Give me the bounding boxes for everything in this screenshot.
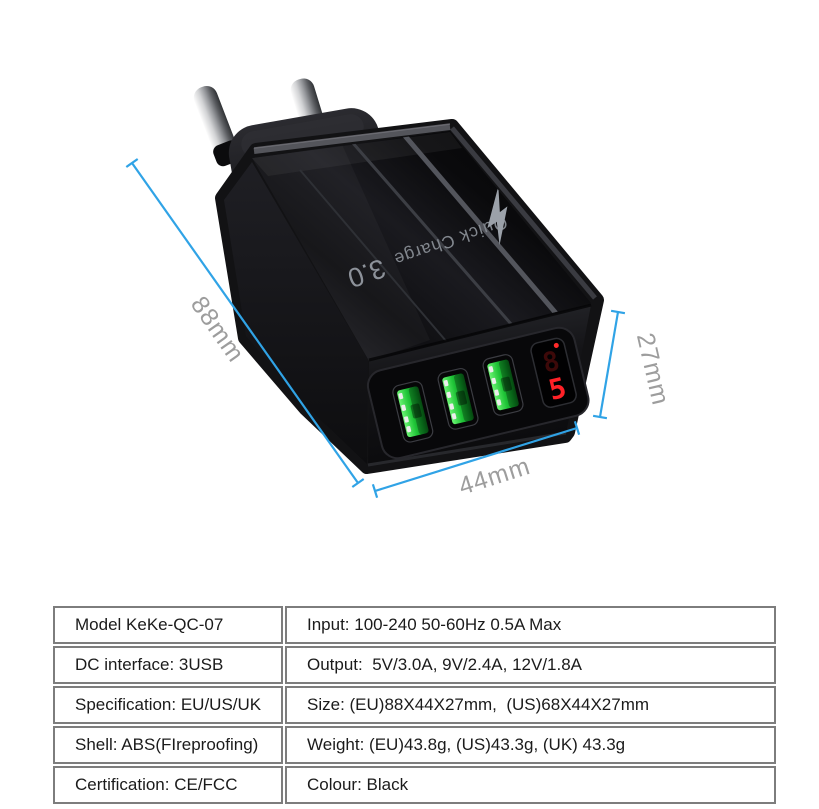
dimension-line-depth — [592, 309, 626, 420]
usb-panel-group: 8 5 — [366, 326, 590, 460]
dimension-lines — [125, 158, 626, 499]
spec-cell-size: Size: (EU)88X44X27mm, (US)68X44X27mm — [285, 686, 776, 724]
dimension-line-width — [371, 420, 581, 499]
dimension-label-width: 44mm — [455, 452, 533, 501]
spec-cell-output: Output: 5V/3.0A, 9V/2.4A, 12V/1.8A — [285, 646, 776, 684]
usb-port-2 — [437, 367, 479, 430]
table-row: Specification: EU/US/UK Size: (EU)88X44X… — [53, 686, 776, 724]
table-row: Model KeKe-QC-07 Input: 100-240 50-60Hz … — [53, 606, 776, 644]
led-ghost-digit: 8 — [540, 346, 563, 380]
dimension-label-depth: 27mm — [631, 330, 675, 408]
spec-cell-weight: Weight: (EU)43.8g, (US)43.3g, (UK) 43.3g — [285, 726, 776, 764]
led-display: 8 5 — [530, 337, 577, 408]
dimension-line-height — [125, 158, 365, 488]
top-bevel — [253, 124, 451, 154]
spec-cell-input: Input: 100-240 50-60Hz 0.5A Max — [285, 606, 776, 644]
usb-port-3 — [482, 354, 524, 416]
charger-top-face — [252, 131, 591, 361]
spec-cell-dc-interface: DC interface: 3USB — [53, 646, 283, 684]
right-bevel — [450, 126, 597, 300]
spec-cell-specification: Specification: EU/US/UK — [53, 686, 283, 724]
led-dot — [553, 342, 559, 348]
top-bevel-highlight — [253, 123, 451, 149]
product-photo: Quick Charge 3.0 — [125, 78, 675, 501]
spec-cell-certification: Certification: CE/FCC — [53, 766, 283, 804]
spec-cell-shell: Shell: ABS(FIreproofing) — [53, 726, 283, 764]
usb-port-1 — [392, 380, 434, 443]
usb-face-bottom-bevel — [367, 431, 567, 467]
table-row: DC interface: 3USB Output: 5V/3.0A, 9V/2… — [53, 646, 776, 684]
charger-side-face — [224, 162, 368, 464]
spec-cell-model: Model KeKe-QC-07 — [53, 606, 283, 644]
spec-table: Model KeKe-QC-07 Input: 100-240 50-60Hz … — [51, 604, 778, 806]
lightning-bolt-icon — [487, 186, 508, 246]
table-row: Shell: ABS(FIreproofing) Weight: (EU)43.… — [53, 726, 776, 764]
usb-face-fold — [368, 303, 592, 362]
table-row: Certification: CE/FCC Colour: Black — [53, 766, 776, 804]
spec-cell-colour: Colour: Black — [285, 766, 776, 804]
